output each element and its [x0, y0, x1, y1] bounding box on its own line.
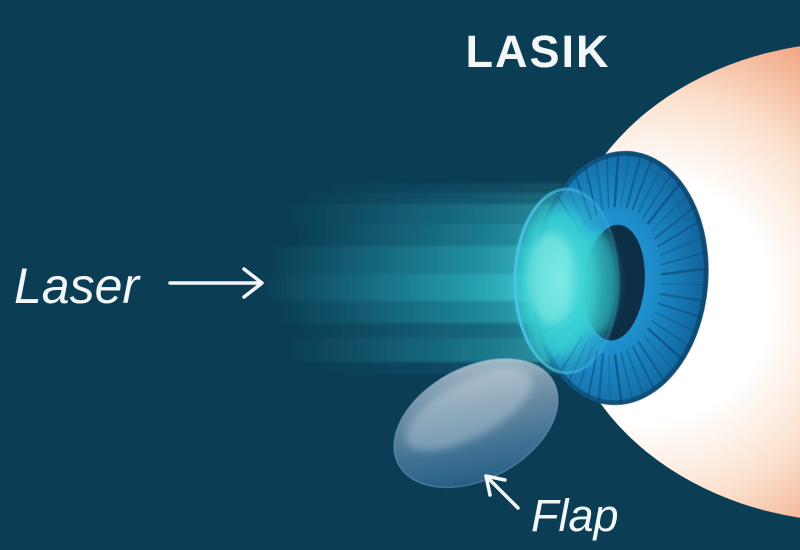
iris-striation-line: [619, 152, 631, 207]
laser-beam-band: [283, 204, 562, 224]
corneal-flap: [393, 357, 559, 489]
iris-striation-line: [594, 159, 604, 212]
laser-beam-band: [296, 193, 562, 204]
laser-beam-band: [286, 338, 562, 362]
iris-striation-line: [660, 267, 708, 276]
iris-striation-line: [613, 152, 620, 208]
iris-striation-line: [636, 164, 664, 215]
iris-striation-line: [637, 340, 667, 383]
iris-striation-line: [653, 205, 696, 240]
iris-striation-line: [606, 154, 610, 209]
laser-beam-band: [296, 323, 562, 338]
iris-striation-line: [657, 302, 702, 318]
laser-beam: [262, 183, 562, 374]
laser-beam-band: [276, 301, 562, 323]
iris-striation-line: [658, 235, 705, 257]
iris-striation-line: [608, 354, 611, 404]
laser-beam-band: [262, 274, 562, 301]
laser-arrow-icon: [168, 267, 264, 299]
iris-striation-line: [597, 353, 605, 402]
iris-striation-line: [660, 251, 707, 266]
iris-striation-line: [625, 349, 646, 398]
iris-striation-line: [642, 172, 673, 219]
iris-striation-line: [631, 158, 653, 211]
iris-striation-line: [625, 154, 643, 209]
laser-label: Laser: [14, 258, 141, 314]
iris-striation-line: [654, 311, 697, 334]
laser-beam-band: [268, 246, 562, 274]
iris-striation-line: [642, 334, 675, 373]
cornea-dome: [513, 187, 621, 375]
iris-striation-line: [650, 193, 689, 232]
flap-arrow-icon: [484, 474, 520, 510]
iris-striation-line: [646, 327, 684, 361]
flap-label: Flap: [531, 490, 619, 541]
iris-striation-line: [631, 345, 656, 391]
iris-striation-line: [660, 283, 707, 286]
iris-striation-line: [659, 292, 705, 303]
iris-striation-line: [651, 319, 691, 348]
iris-striation-line: [646, 181, 682, 226]
flap-highlight: [405, 368, 533, 451]
laser-beam-band: [300, 183, 562, 193]
iris-striation-line: [613, 354, 623, 404]
iris-striation-line: [620, 352, 634, 402]
diagram-title: LASIK: [466, 26, 611, 77]
iris-striation-line: [656, 220, 701, 248]
laser-beam-band: [292, 224, 562, 246]
